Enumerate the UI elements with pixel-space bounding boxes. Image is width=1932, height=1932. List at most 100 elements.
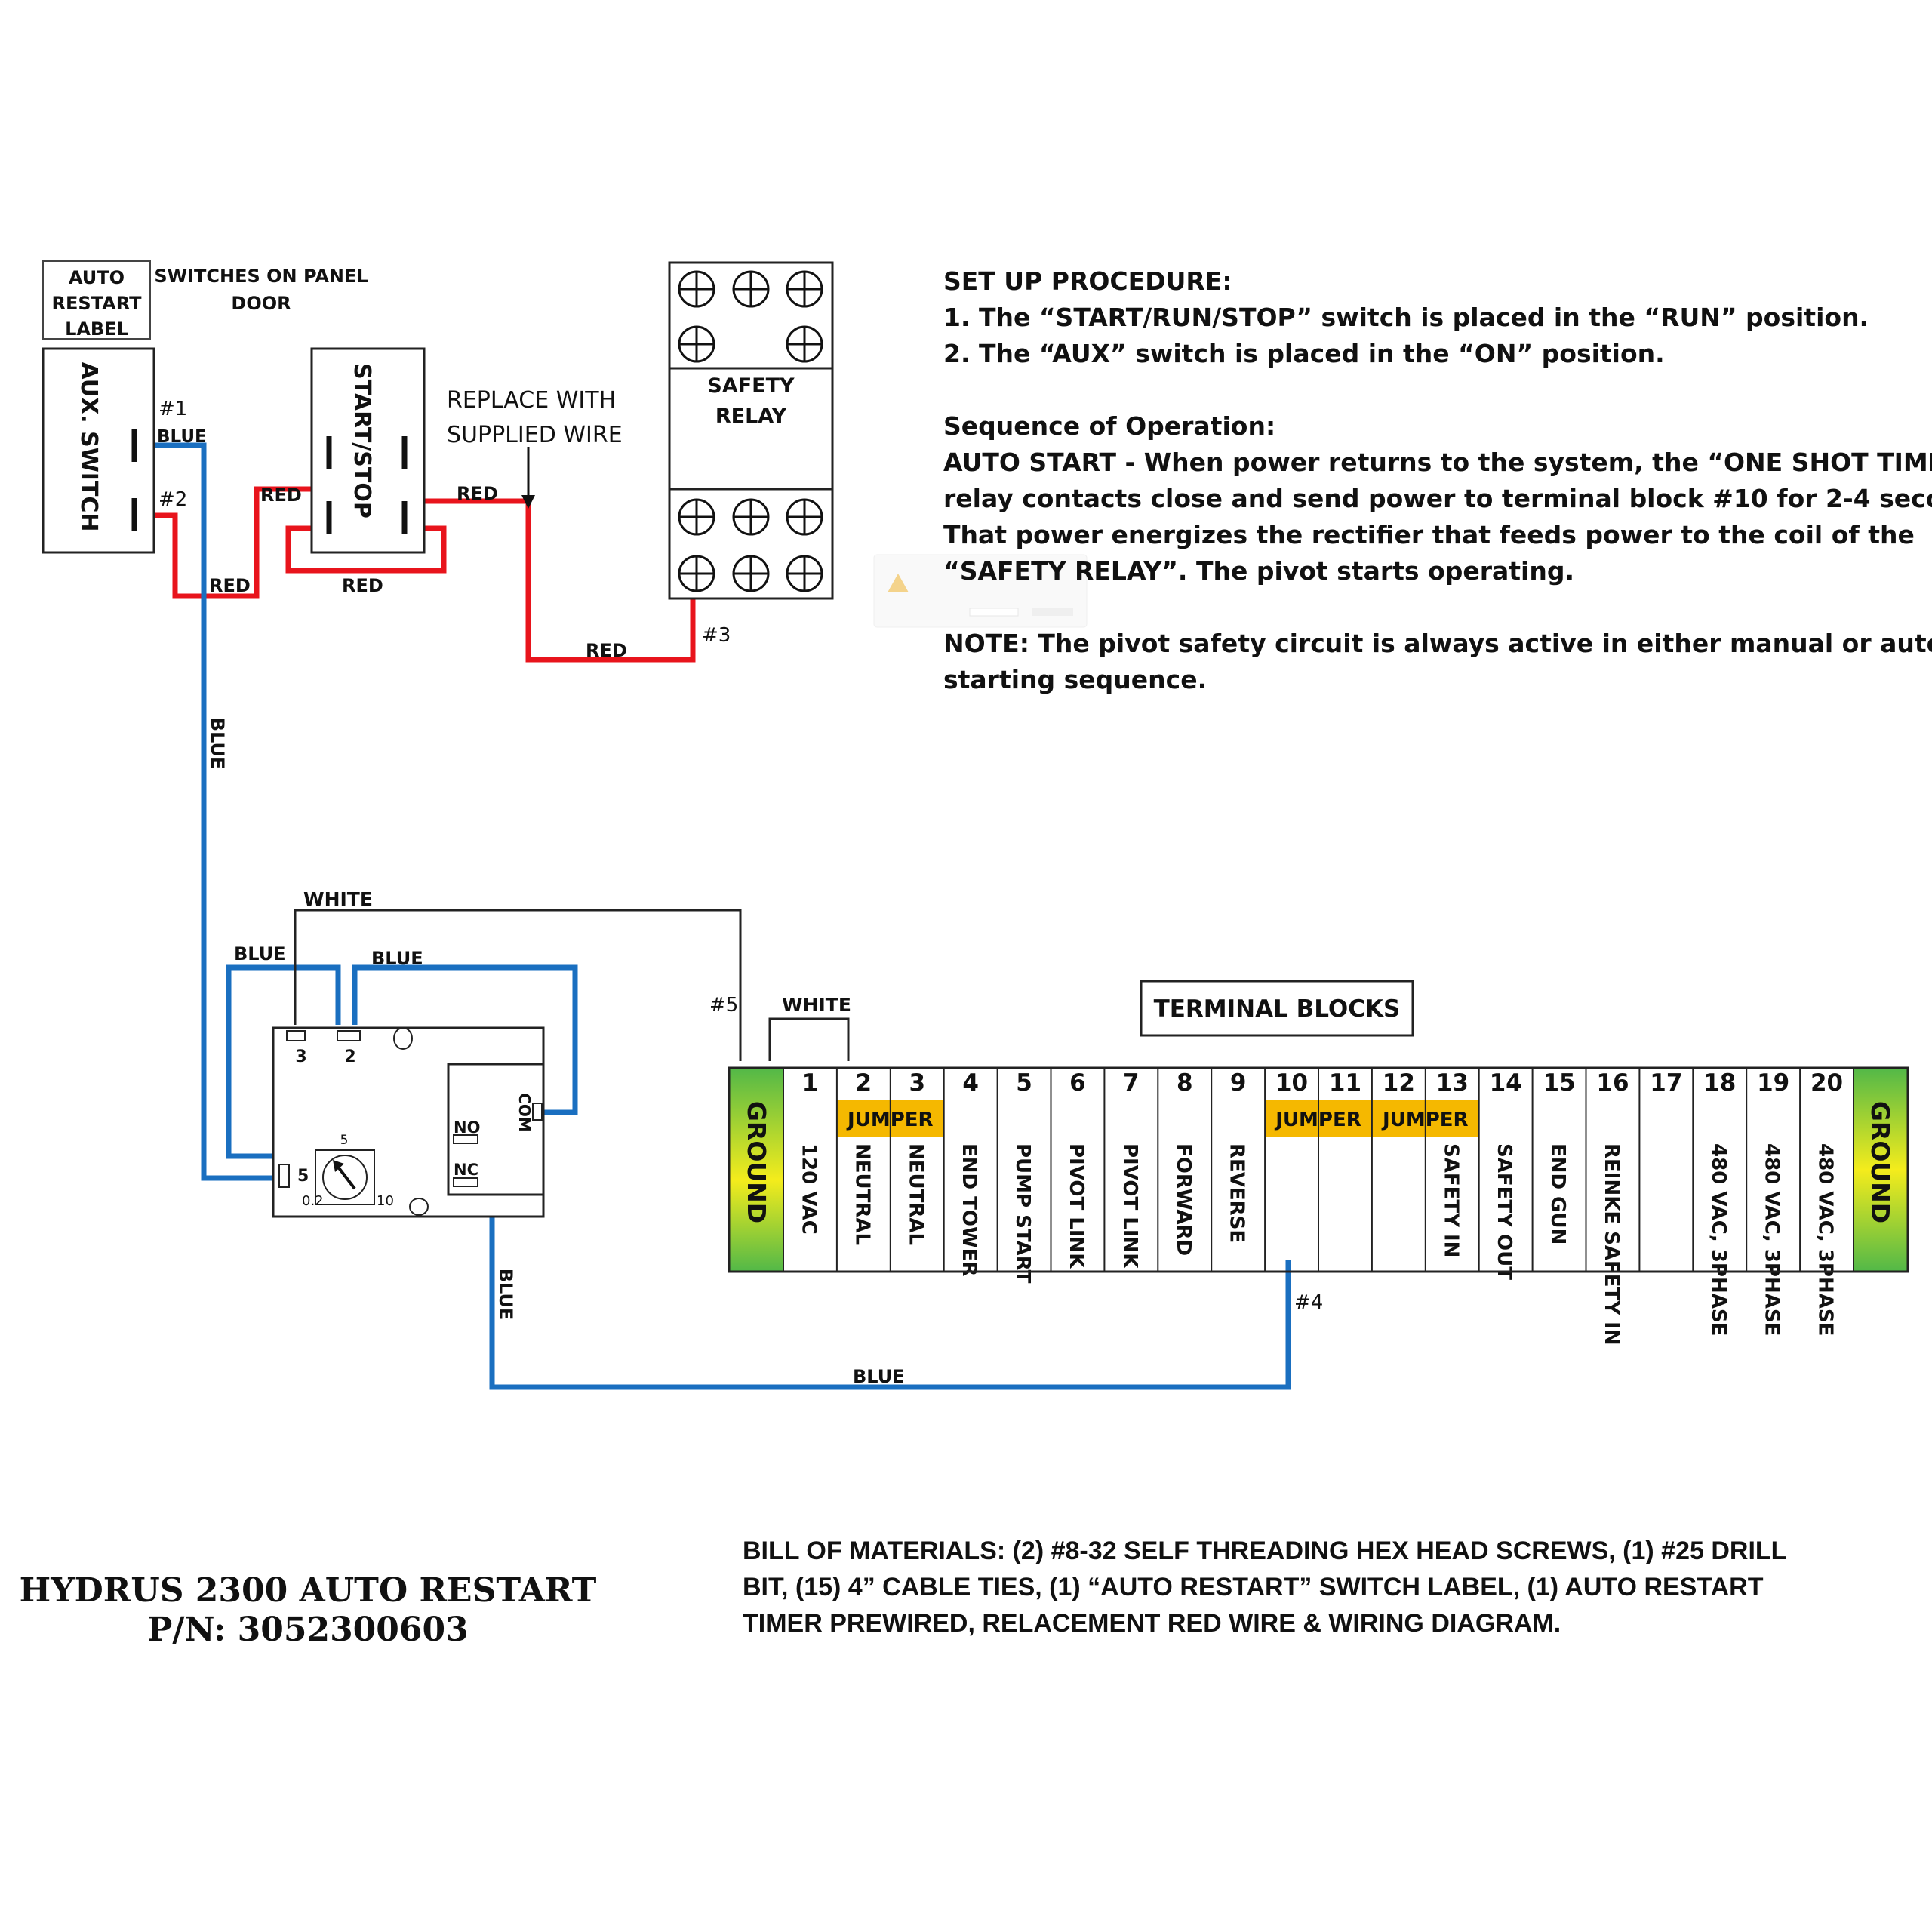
wire-label-4: #4 [1294, 1291, 1323, 1314]
terminal-block-number: 10 [1275, 1069, 1308, 1097]
one-shot-timer: 3 2 5 5 0.2 10 COM NO NC [272, 1026, 545, 1218]
relay-terminals [678, 270, 823, 592]
terminal-block-number: 12 [1383, 1069, 1415, 1097]
replace-with-line2: SUPPLIED WIRE [447, 422, 623, 448]
terminal-block-number: 14 [1490, 1069, 1522, 1097]
wire-label-blue-bottom: BLUE [853, 1366, 905, 1387]
wire-label-red-5: RED [586, 640, 627, 661]
wire-label-red-3: RED [342, 575, 383, 596]
terminal-block-number: 2 [856, 1069, 872, 1097]
terminal-blocks-title-box [1140, 980, 1414, 1037]
timer-label-5: 5 [297, 1167, 309, 1186]
timer-label-no: NO [454, 1118, 480, 1137]
blue-wire-aux-to-timer [134, 442, 282, 1181]
replace-arrow [521, 447, 535, 509]
terminal-block-label: PUMP START [1011, 1143, 1034, 1284]
timer-relay-section [447, 1063, 545, 1196]
wire-label-blue-vertical-1: BLUE [207, 718, 228, 770]
safety-relay: SAFETY RELAY [668, 261, 834, 600]
start-stop-label: START/STOP [349, 363, 375, 518]
title-line-2: P/N: 3052300603 [147, 1611, 469, 1649]
replace-with-line1: REPLACE WITH [447, 387, 616, 414]
sequence-line-4: “SAFETY RELAY”. The pivot starts operati… [943, 556, 1574, 586]
safety-relay-label-line1: SAFETY [707, 374, 795, 398]
sequence-line-2: relay contacts close and send power to t… [943, 484, 1932, 513]
terminal-block-number: 9 [1230, 1069, 1247, 1097]
timer-dial-max: 10 [377, 1193, 394, 1209]
terminal-block-label: PIVOT LINK [1065, 1143, 1088, 1269]
terminal-block-label: 480 VAC, 3PHASE [1761, 1143, 1783, 1336]
blue-wire-timer-loop-left [226, 964, 341, 1159]
timer-terminal-5 [278, 1164, 290, 1188]
wire-label-red-1: RED [260, 485, 302, 506]
terminal-block-number: 16 [1596, 1069, 1629, 1097]
red-wire-to-safety-relay [405, 498, 696, 663]
timer-label-3: 3 [295, 1048, 306, 1066]
note-line-1: NOTE: The pivot safety circuit is always… [943, 629, 1932, 658]
wire-label-white-2: WHITE [782, 994, 851, 1016]
wire-label-2: #2 [158, 488, 187, 511]
sequence-line-3: That power energizes the rectifier that … [943, 520, 1915, 549]
terminal-strip-outline [728, 1066, 1909, 1273]
terminal-block-number: 3 [909, 1069, 925, 1097]
terminal-block-label: 480 VAC, 3PHASE [1814, 1143, 1837, 1336]
auto-restart-label-line2: RESTART [51, 293, 142, 314]
blue-wire-timer-to-block10 [475, 1097, 1291, 1390]
terminal-block-number: 4 [962, 1069, 979, 1097]
terminal-block-label: NEUTRAL [851, 1143, 873, 1245]
ground-right-label: GROUND [1866, 1101, 1895, 1223]
terminal-block-number: 5 [1016, 1069, 1032, 1097]
white-wire-jumper-1-2 [768, 1017, 850, 1061]
white-wire-timer-to-ground [294, 909, 742, 1061]
terminal-block-label: END TOWER [958, 1143, 980, 1276]
terminal-block-label: NEUTRAL [904, 1143, 927, 1245]
sequence-heading: Sequence of Operation: [943, 411, 1275, 441]
setup-procedure: SET UP PROCEDURE: 1. The “START/RUN/STOP… [943, 266, 1932, 694]
terminal-blocks-title: TERMINAL BLOCKS [1154, 995, 1401, 1023]
terminal-block-number: 6 [1069, 1069, 1086, 1097]
bom-line-3: TIMER PREWIRED, RELACEMENT RED WIRE & WI… [743, 1609, 1561, 1638]
wire-label-blue-aux: BLUE [157, 427, 207, 447]
wire-label-red-4: RED [457, 483, 498, 504]
switches-on-panel-line1: SWITCHES ON PANEL [154, 266, 368, 287]
wire-label-3: #3 [702, 624, 731, 647]
timer-dial-pointer [336, 1164, 356, 1190]
timer-label-com: COM [515, 1093, 534, 1132]
auto-restart-label-line1: AUTO [69, 267, 125, 288]
switches-on-panel-line2: DOOR [231, 293, 291, 314]
wire-label-blue-timer-right: BLUE [371, 948, 423, 969]
terminal-block-label: END GUN [1546, 1143, 1569, 1244]
terminal-block-number: 20 [1810, 1069, 1843, 1097]
timer-label-2: 2 [344, 1048, 355, 1066]
aux-switch-label: AUX. SWITCH [75, 361, 102, 531]
wire-label-5: #5 [709, 994, 738, 1017]
terminal-block-label: SAFETY IN [1439, 1143, 1462, 1257]
terminal-block-label: SAFETY OUT [1493, 1143, 1515, 1280]
red-wires [134, 486, 696, 663]
terminal-block-number: 17 [1650, 1069, 1682, 1097]
timer-terminal-3 [286, 1030, 306, 1041]
terminal-block-label: PIVOT LINK [1118, 1143, 1141, 1269]
timer-terminal-2 [337, 1030, 361, 1041]
timer-terminal-nc [453, 1177, 478, 1187]
terminal-block-number: 1 [802, 1069, 819, 1097]
safety-relay-label-line2: RELAY [715, 405, 787, 428]
timer-terminal-no [453, 1134, 478, 1144]
timer-mount-hole [393, 1027, 413, 1050]
terminal-block-number: 8 [1177, 1069, 1193, 1097]
terminal-block-number: 11 [1329, 1069, 1361, 1097]
wire-label-white-1: WHITE [303, 888, 373, 910]
timer-terminal-com [532, 1103, 543, 1121]
setup-line-1: 1. The “START/RUN/STOP” switch is placed… [943, 303, 1869, 332]
terminal-block-label: FORWARD [1172, 1143, 1195, 1256]
setup-line-2: 2. The “AUX” switch is placed in the “ON… [943, 339, 1665, 368]
faded-dialog-artifact [873, 554, 1088, 628]
note-line-2: starting sequence. [943, 665, 1207, 694]
terminal-block-number: 18 [1703, 1069, 1736, 1097]
terminal-block-number: 19 [1757, 1069, 1789, 1097]
timer-dial-arrow-icon [333, 1160, 344, 1172]
timer-dial-min: 0.2 [302, 1193, 324, 1209]
white-wire [294, 909, 850, 1061]
